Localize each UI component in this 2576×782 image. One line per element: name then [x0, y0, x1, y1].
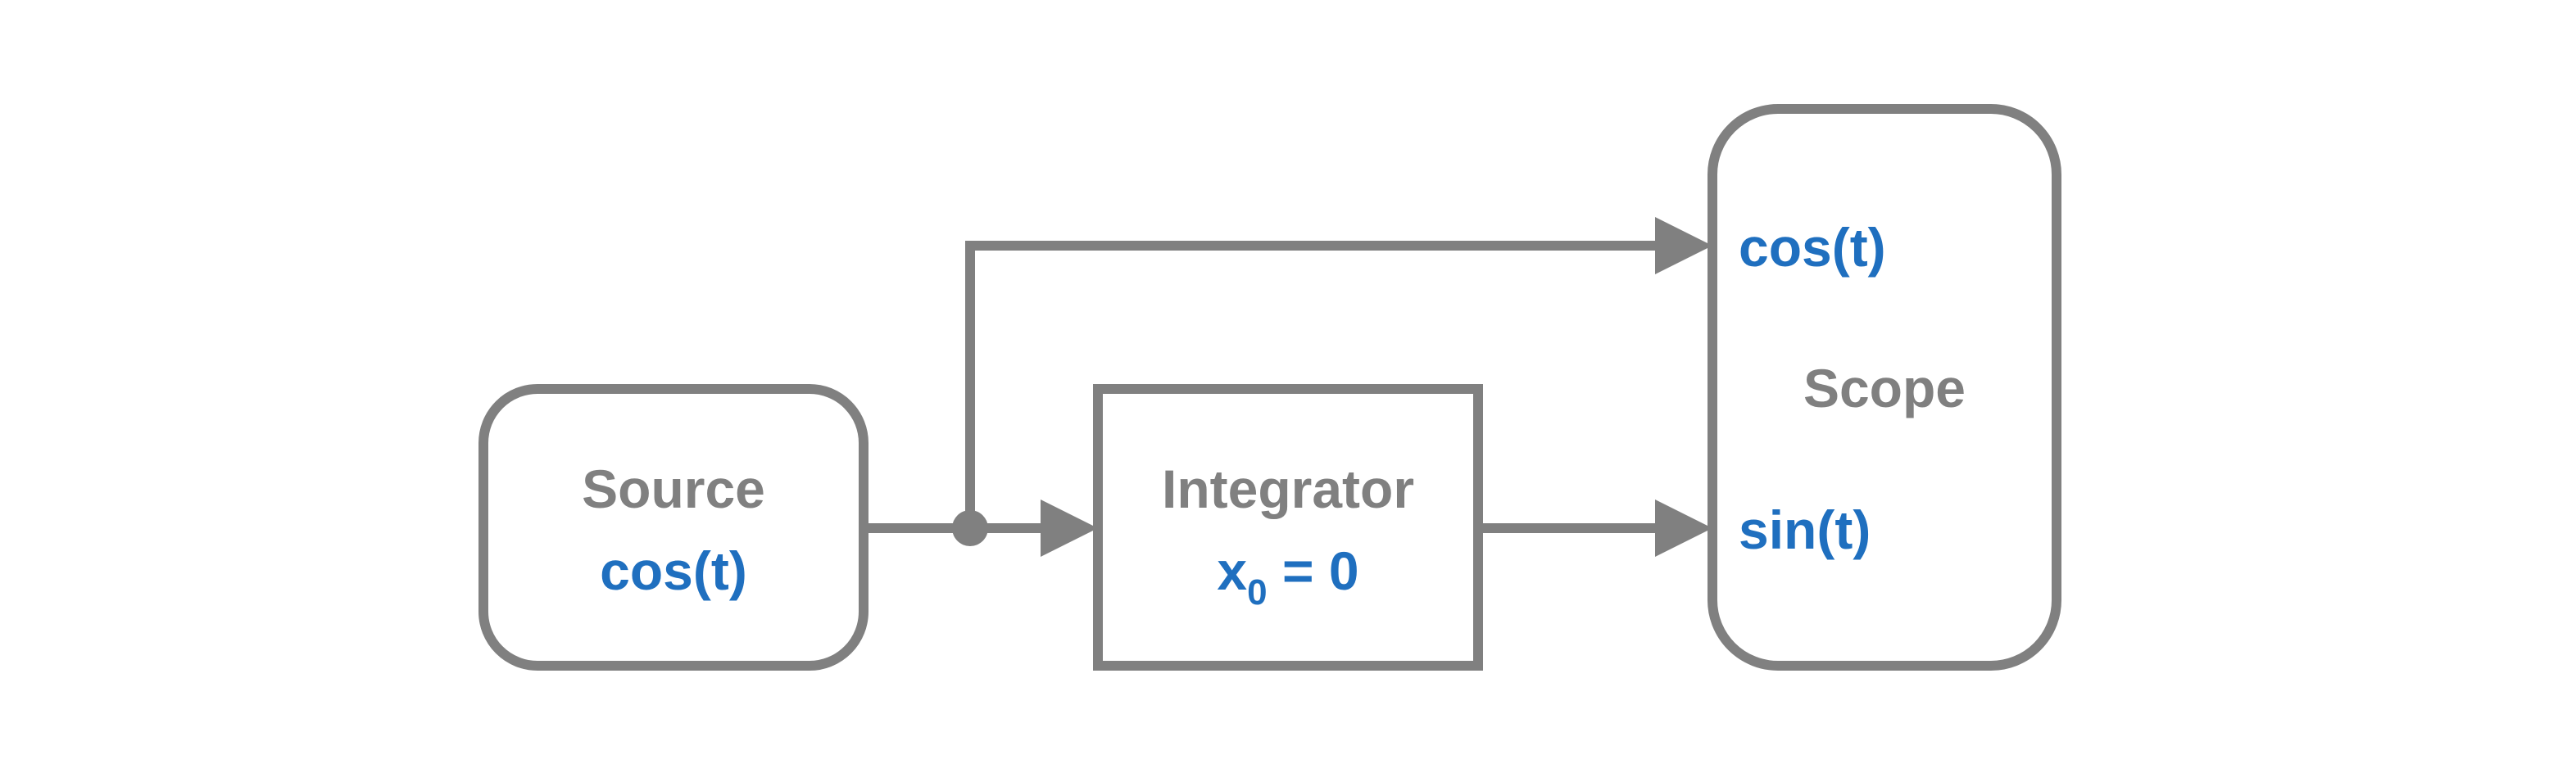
scope-input-top-label: cos(t) [1739, 217, 1886, 278]
source-block [478, 384, 868, 671]
integrator-block [1093, 384, 1483, 671]
scope-input-bottom-label: sin(t) [1739, 499, 1871, 560]
source-expression: cos(t) [600, 540, 747, 601]
source-title: Source [582, 459, 765, 519]
initial-value: = 0 [1268, 540, 1359, 601]
integrator-initial-condition: x0 = 0 [1217, 540, 1358, 612]
scope-block [1708, 104, 2061, 671]
initial-subscript: 0 [1247, 572, 1267, 612]
scope-bottom-input-arrowhead [1655, 499, 1712, 557]
junction-dot [952, 510, 988, 546]
integrator-input-arrowhead [1041, 499, 1098, 557]
initial-variable: x [1217, 540, 1247, 601]
branch-to-scope-line [965, 241, 1662, 528]
scope-top-input-arrowhead [1655, 217, 1712, 274]
scope-title: Scope [1803, 358, 1966, 418]
integrator-title: Integrator [1162, 459, 1414, 519]
